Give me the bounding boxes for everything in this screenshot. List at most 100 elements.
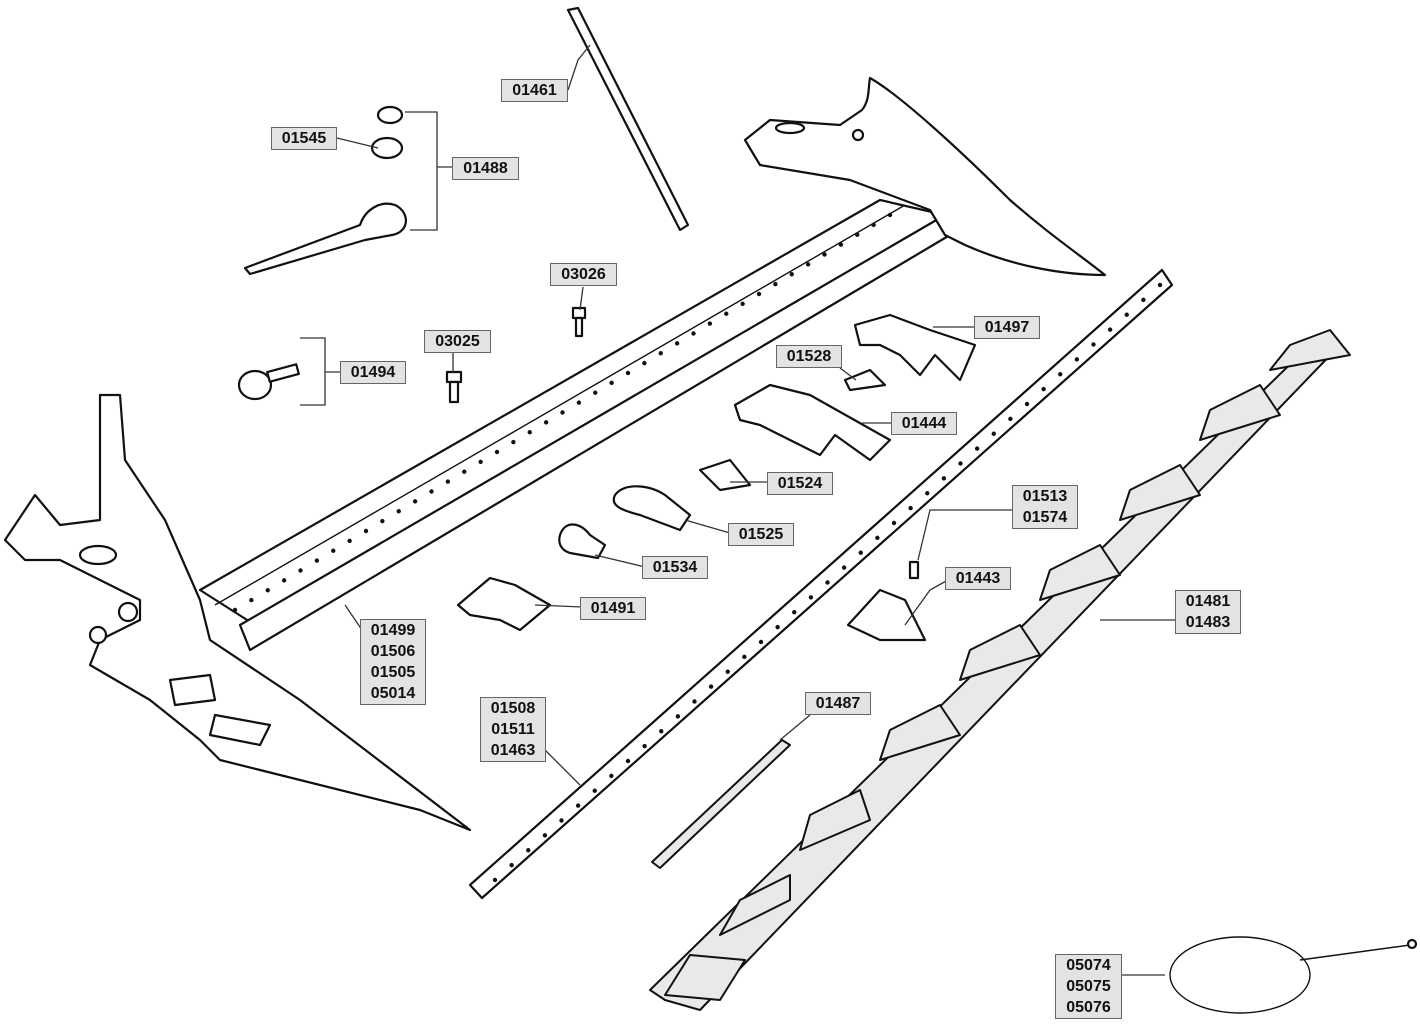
cutter-bar-hole <box>511 439 516 445</box>
callout-01444: 01444 <box>891 412 957 435</box>
cutter-bar-hole <box>805 262 811 267</box>
cutter-bar-hole <box>691 331 696 336</box>
callout-01513-group: 01513 01574 <box>1012 485 1078 529</box>
cutter-bar-hole <box>887 212 893 218</box>
sickle <box>649 329 1351 1011</box>
cutter-bar-hole <box>724 311 729 316</box>
part-number: 01524 <box>777 475 823 492</box>
callout-01528: 01528 <box>776 345 842 368</box>
double-guard-01497 <box>853 313 977 382</box>
cutter-bar-hole <box>756 291 762 297</box>
cutter-bar-hole <box>429 489 434 494</box>
finger-bar-hole <box>1024 401 1030 407</box>
clip-01534 <box>558 523 607 560</box>
finger-bar-hole <box>559 818 564 823</box>
part-number: 01505 <box>370 664 416 681</box>
finger-bar-hole <box>692 699 697 704</box>
finger-bar-hole <box>1124 312 1129 317</box>
cutter-bar-hole <box>314 558 320 563</box>
part-number: 01463 <box>490 742 536 759</box>
finger-bar-hole <box>492 877 498 883</box>
clip-01528 <box>843 368 887 392</box>
finger-bar-hole <box>1041 386 1046 392</box>
cutter-bar-hole <box>494 449 500 455</box>
part-number: 01497 <box>984 319 1030 336</box>
part-number: 05074 <box>1066 957 1111 974</box>
part-number: 01444 <box>901 415 947 432</box>
part-number: 01525 <box>738 526 784 543</box>
cutter-bar-hole <box>396 509 401 514</box>
callout-01525: 01525 <box>728 523 794 546</box>
finger-bar-hole <box>925 491 930 496</box>
part-number: 01534 <box>652 559 698 576</box>
callout-01491: 01491 <box>580 597 646 620</box>
knife-head <box>651 739 791 869</box>
callout-01499-group: 01499 01506 01505 05014 <box>360 619 426 705</box>
callout-01497: 01497 <box>974 316 1040 339</box>
finger-bar-hole <box>858 550 863 555</box>
part-number: 01443 <box>955 570 1001 587</box>
finger-bar-hole <box>958 461 963 466</box>
finger-bar-hole <box>891 520 897 526</box>
finger-bar-hole <box>808 595 814 600</box>
part-number: 01506 <box>370 643 416 660</box>
cutter-bar-hole <box>658 351 663 356</box>
plate-01491 <box>456 576 552 632</box>
part-number: 01545 <box>281 130 327 147</box>
finger-bar-hole <box>775 624 780 630</box>
finger-bar <box>468 268 1174 900</box>
cutter-bar-hole <box>445 479 451 484</box>
cutter-bar-hole <box>543 420 549 425</box>
part-number: 01488 <box>463 160 508 177</box>
part-number: 03025 <box>435 333 480 350</box>
finger-bar-hole <box>625 758 631 764</box>
cutter-bar-hole <box>281 578 287 583</box>
cutter-bar-hole <box>347 538 352 544</box>
bolt-03025 <box>445 370 463 404</box>
finger-bar-hole <box>1091 342 1096 347</box>
finger-bar-hole <box>875 535 880 541</box>
callout-01488: 01488 <box>452 157 519 180</box>
callout-01461: 01461 <box>501 79 568 102</box>
finger-bar-hole <box>592 788 597 793</box>
cutter-bar-hole <box>625 370 631 376</box>
cutter-bar-hole <box>527 430 532 435</box>
finger-bar-hole <box>825 580 830 585</box>
finger-bar-hole <box>1141 297 1146 303</box>
finger-bar-hole <box>509 862 514 868</box>
finger-bar-hole <box>575 803 581 808</box>
cutter-bar-hole <box>265 588 270 593</box>
cutter-bar-hole <box>232 607 238 613</box>
finger-bar-hole <box>1058 372 1063 377</box>
cutter-bar-hole <box>412 499 418 504</box>
part-number: 01513 <box>1022 488 1068 505</box>
cutter-bar-hole <box>707 321 713 326</box>
finger-bar-hole <box>708 684 714 689</box>
clip-01524 <box>698 458 752 492</box>
cutter-bar-hole <box>576 400 582 405</box>
callout-03025: 03025 <box>424 330 491 353</box>
finger-bar-hole <box>792 610 797 615</box>
cutter-bar-hole <box>593 390 598 395</box>
finger-bar-hole <box>1008 416 1013 422</box>
cutter-bar <box>198 198 952 652</box>
part-number: 01528 <box>786 348 832 365</box>
finger-bar-hole <box>659 729 664 734</box>
part-number: 01481 <box>1185 593 1231 610</box>
finger-bar-hole <box>758 639 764 645</box>
part-number: 01483 <box>1185 614 1231 631</box>
pitman-rod <box>566 6 690 232</box>
finger-bar-hole <box>941 476 947 481</box>
finger-bar-hole <box>642 743 647 749</box>
part-number: 01499 <box>370 622 416 639</box>
cutter-bar-hole <box>298 568 303 573</box>
cable <box>1169 936 1418 1014</box>
ball-joint <box>237 363 300 401</box>
cutter-bar-hole <box>822 252 827 257</box>
finger-bar-hole <box>675 714 681 719</box>
bolt-03026 <box>571 306 587 338</box>
callout-01545: 01545 <box>271 127 337 150</box>
cutter-bar-hole <box>838 242 844 247</box>
cutter-bar-hole <box>363 528 369 534</box>
